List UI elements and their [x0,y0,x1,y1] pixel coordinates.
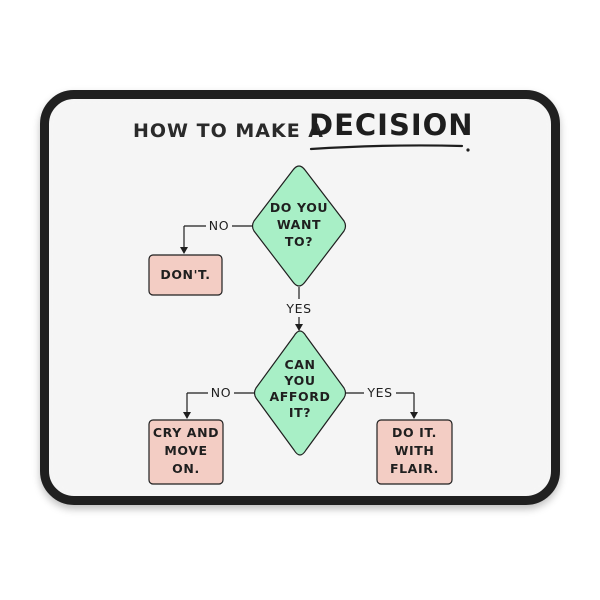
decision-text-line: YOU [283,373,315,388]
outcome-cry-and-move-on: CRY AND MOVE ON. [148,419,224,485]
decision-want-to: DO YOU WANT TO? [251,165,347,287]
decision-text-line: CAN [284,357,315,372]
outcome-text-line: FLAIR. [390,461,439,476]
outcome-text-line: ON. [172,461,200,476]
title-underline [309,144,464,151]
decision-diamond [253,330,347,456]
outcome-box [148,419,224,485]
decision-afford: CAN YOU AFFORD IT? [253,330,347,456]
edge-label-q1-no: NO [209,218,229,233]
outcome-text-line: MOVE [164,443,207,458]
decision-diamond [251,165,347,287]
outcome-box [148,254,223,296]
outcome-text-line: DON'T. [160,267,210,282]
decision-text-line: WANT [277,217,321,232]
edge-label-q1-yes: YES [285,301,311,316]
decision-text-line: IT? [289,405,311,420]
title-emphasis: DECISION [309,108,474,142]
outcome-do-it-with-flair: DO IT. WITH FLAIR. [376,419,453,485]
decision-text-line: AFFORD [270,389,331,404]
edge-label-q2-yes: YES [366,385,392,400]
title-prefix: HOW TO MAKE A [133,120,324,142]
outcome-box [376,419,453,485]
decision-text-line: DO YOU [270,200,328,215]
outcome-text-line: DO IT. [392,425,437,440]
outcome-dont: DON'T. [148,254,223,296]
edge-label-q2-no: NO [211,385,231,400]
title-underline-dot [466,148,470,152]
outcome-text-line: CRY AND [153,425,219,440]
decision-text-line: TO? [285,234,313,249]
outcome-text-line: WITH [395,443,435,458]
